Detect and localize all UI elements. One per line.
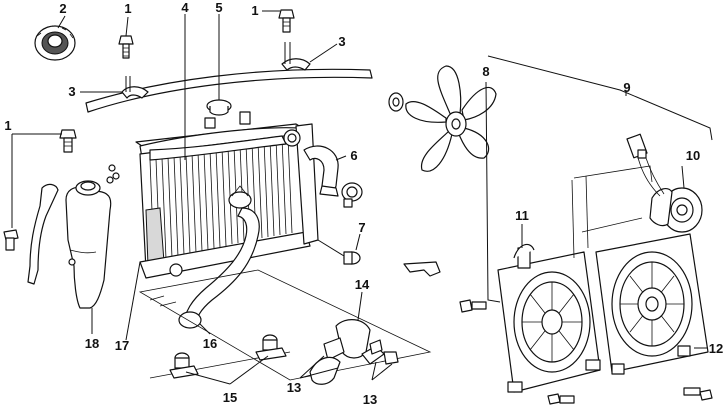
callout-10: 10 xyxy=(686,148,700,163)
motor-wiring xyxy=(626,133,665,197)
callout-13-right: 13 xyxy=(363,392,377,407)
drain-cock xyxy=(343,251,361,265)
thermostat-housing xyxy=(309,319,399,385)
callout-5: 5 xyxy=(215,0,222,15)
bolt-upper-left xyxy=(118,35,134,59)
callout-14: 14 xyxy=(355,277,370,292)
shroud-bolts-bottom xyxy=(547,387,713,405)
callout-1-upper-center: 1 xyxy=(251,3,258,18)
callout-16: 16 xyxy=(203,336,217,351)
assembly-leaders xyxy=(138,269,432,381)
bolt-upper-center xyxy=(278,9,295,33)
callout-3-right: 3 xyxy=(338,34,345,49)
fan-spacer xyxy=(388,92,404,112)
radiator-cap xyxy=(34,25,76,61)
leader-lines xyxy=(11,10,713,385)
callout-3-left: 3 xyxy=(68,84,75,99)
fan-shroud-left xyxy=(497,243,601,393)
callout-9: 9 xyxy=(623,80,630,95)
lower-mount xyxy=(149,334,291,379)
callout-labels: 2 1 4 5 1 3 3 1 6 7 8 9 10 11 12 14 13 1… xyxy=(4,0,723,407)
callout-17: 17 xyxy=(115,338,129,353)
callout-13-left: 13 xyxy=(287,380,301,395)
bolt-left xyxy=(3,129,77,251)
callout-2: 2 xyxy=(59,1,66,16)
callout-8: 8 xyxy=(482,64,489,79)
washers xyxy=(106,164,120,184)
lower-hose xyxy=(178,185,260,329)
bracket-right xyxy=(281,58,311,71)
fan-blade xyxy=(405,65,497,172)
callout-1-upper-left: 1 xyxy=(124,1,131,16)
reservoir-tank xyxy=(65,180,112,309)
upper-hose xyxy=(303,145,363,208)
callout-11: 11 xyxy=(515,208,529,223)
callout-15: 15 xyxy=(223,390,237,405)
callout-1-left: 1 xyxy=(4,118,11,133)
callout-4: 4 xyxy=(181,0,189,15)
callout-18: 18 xyxy=(85,336,99,351)
assembly-brackets xyxy=(571,165,653,259)
callout-12: 12 xyxy=(709,341,723,356)
fan-shroud-right xyxy=(595,233,709,375)
callout-6: 6 xyxy=(350,148,357,163)
callout-7: 7 xyxy=(358,220,365,235)
filler-cap xyxy=(206,99,232,116)
reservoir-hose xyxy=(27,183,59,285)
shroud-clip xyxy=(403,261,441,277)
fan-motor xyxy=(649,187,703,233)
radiator xyxy=(135,111,319,279)
shroud-bolt-left xyxy=(459,299,487,313)
